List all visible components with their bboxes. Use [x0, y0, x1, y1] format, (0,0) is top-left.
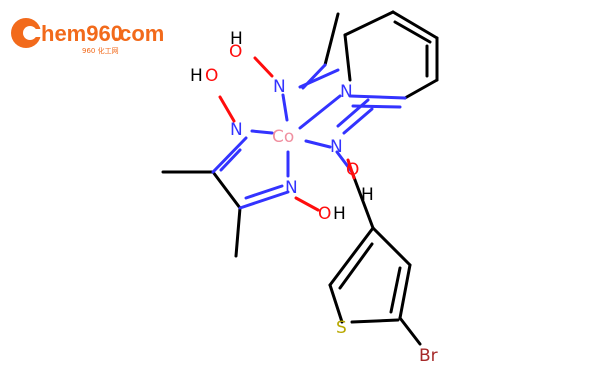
bond-c-ch3-top — [323, 12, 340, 67]
bond-ring-4 — [343, 10, 395, 37]
bond-layer — [161, 10, 439, 324]
bond-thio-4 — [328, 283, 344, 324]
atom-n-ring: N — [340, 82, 353, 102]
atom-bromine: Br — [419, 346, 438, 366]
bond-c-n-lower-b — [244, 184, 284, 200]
chem960-logo[interactable]: hem960 .com 960 化工网 — [11, 18, 164, 55]
bond-n-c-upper — [301, 63, 327, 90]
bond-co-n-right — [304, 139, 332, 149]
bond-ring-5 — [343, 33, 352, 82]
atom-o-left: O — [205, 66, 218, 86]
atom-h-left: H — [190, 66, 203, 86]
bond-co-n-left — [250, 129, 274, 135]
bond-co-n-ring — [298, 94, 342, 130]
o-bond-layer — [218, 56, 356, 212]
bond-thio-1 — [328, 226, 375, 287]
bond-ch-ring — [350, 170, 375, 230]
bond-n-c-left-b — [219, 148, 242, 172]
bond-thio-2 — [371, 226, 412, 267]
logo-subtitle: 960 化工网 — [82, 46, 119, 55]
bond-c-ch3-bottom — [234, 206, 242, 258]
bond-ring-inner-1 — [393, 20, 432, 44]
bond-o-n-left — [218, 95, 236, 123]
logo-suffix: .com — [113, 21, 164, 46]
bond-n-c-ring — [348, 94, 407, 100]
atom-o-top: O — [229, 42, 242, 62]
bond-thio-3 — [398, 263, 412, 320]
bond-c-br — [398, 316, 422, 346]
atom-n-upper: N — [273, 77, 286, 97]
bond-o-n-right — [346, 158, 356, 180]
atom-o-right: O — [346, 160, 359, 180]
atom-h-right: H — [361, 185, 374, 205]
n-bond-layer — [211, 63, 407, 210]
atom-cobalt: Co — [272, 127, 294, 147]
atom-o-bottom: O — [318, 204, 331, 224]
bond-thio-inner-1 — [338, 242, 374, 290]
bond-thio-inner-2 — [389, 266, 402, 314]
atom-h-bottom: H — [333, 204, 346, 224]
logo-text: hem960 — [41, 21, 123, 46]
bond-s-c — [350, 318, 400, 324]
bond-co-n-top — [281, 93, 289, 122]
atom-n-left: N — [230, 120, 243, 140]
atom-labels: O H H O N N N N N Co O H O H S Br — [190, 29, 438, 366]
bond-n-c-right — [336, 98, 370, 128]
bond-n-c-left-a — [211, 136, 248, 174]
co-bond-layer — [250, 93, 342, 178]
bond-ring-1 — [391, 10, 439, 40]
bond-o-n-bottom — [294, 196, 320, 212]
atom-n-right: N — [330, 137, 343, 157]
atom-n-lower: N — [285, 178, 298, 198]
bond-o-n-top — [253, 56, 274, 78]
bond-c-c-backbone — [211, 170, 242, 210]
bond-c-n-lower — [238, 190, 290, 210]
bond-n-c-right-b — [342, 107, 374, 135]
logo-c-gap — [30, 29, 42, 37]
bond-ring-3 — [403, 78, 439, 100]
atom-sulfur: S — [336, 318, 347, 338]
atom-h-top: H — [230, 29, 243, 49]
